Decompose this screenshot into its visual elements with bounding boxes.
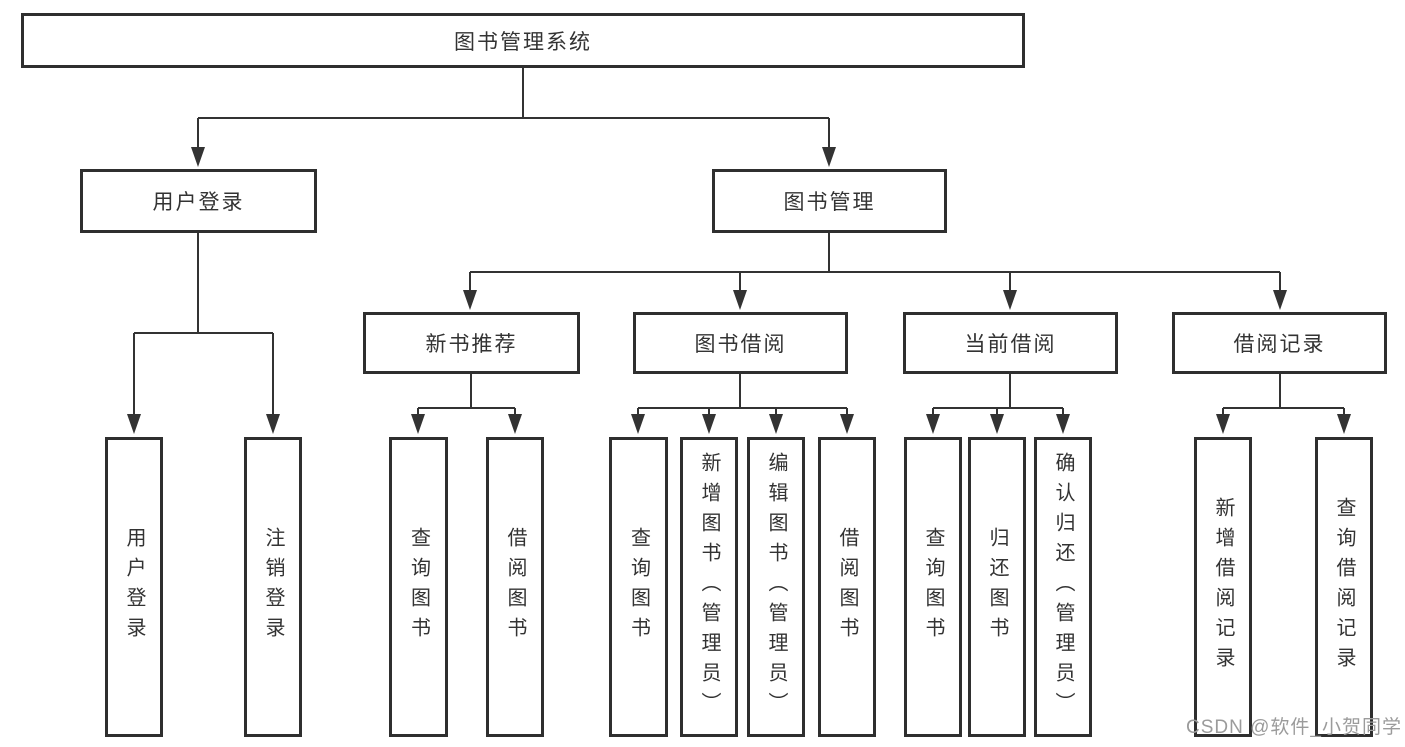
leaf-borrow-books-recommend: 借阅图书 (486, 437, 544, 737)
leaf-query-books-borrow: 查询图书 (609, 437, 668, 737)
leaf-user-login: 用户登录 (105, 437, 163, 737)
leaf-logout: 注销登录 (244, 437, 302, 737)
leaf-label: 查询图书 (407, 527, 430, 647)
node-label: 图书管理 (783, 191, 876, 214)
leaf-label: 归还图书 (986, 527, 1008, 647)
leaf-label: 用户登录 (123, 527, 145, 647)
leaf-label: 新增图书（管理员） (698, 452, 720, 722)
leaf-add-borrow-record: 新增借阅记录 (1194, 437, 1252, 737)
node-user-login: 用户登录 (80, 169, 317, 233)
leaf-label: 注销登录 (262, 527, 284, 647)
leaf-label: 新增借阅记录 (1212, 497, 1234, 677)
leaf-borrow-books: 借阅图书 (818, 437, 876, 737)
leaf-query-books-recommend: 查询图书 (389, 437, 448, 737)
node-book-borrow: 图书借阅 (633, 312, 848, 374)
leaf-label: 借阅图书 (504, 527, 526, 647)
leaf-label: 查询图书 (627, 527, 650, 647)
node-library-management-system: 图书管理系统 (21, 13, 1025, 68)
leaf-label: 查询图书 (922, 527, 944, 647)
leaf-label: 借阅图书 (836, 527, 858, 647)
leaf-query-borrow-record: 查询借阅记录 (1315, 437, 1373, 737)
csdn-watermark: CSDN @软件_小贺同学 (1186, 717, 1402, 738)
node-new-book-recommend: 新书推荐 (363, 312, 580, 374)
node-borrow-records: 借阅记录 (1172, 312, 1387, 374)
leaf-label: 确认归还（管理员） (1052, 452, 1074, 722)
node-label: 新书推荐 (425, 333, 518, 356)
arrowheads (127, 147, 1351, 434)
leaf-query-books-current: 查询图书 (904, 437, 962, 737)
leaf-return-books: 归还图书 (968, 437, 1026, 737)
node-current-borrow: 当前借阅 (903, 312, 1118, 374)
node-label: 用户登录 (152, 191, 245, 214)
node-label: 图书借阅 (694, 333, 787, 356)
leaf-add-books-admin: 新增图书（管理员） (680, 437, 738, 737)
node-label: 当前借阅 (964, 333, 1057, 356)
leaf-edit-books-admin: 编辑图书（管理员） (747, 437, 805, 737)
node-label: 图书管理系统 (454, 30, 592, 54)
node-book-management: 图书管理 (712, 169, 947, 233)
leaf-confirm-return-admin: 确认归还（管理员） (1034, 437, 1092, 737)
leaf-label: 查询借阅记录 (1333, 497, 1355, 677)
node-label: 借阅记录 (1233, 333, 1326, 356)
leaf-label: 编辑图书（管理员） (765, 452, 787, 722)
